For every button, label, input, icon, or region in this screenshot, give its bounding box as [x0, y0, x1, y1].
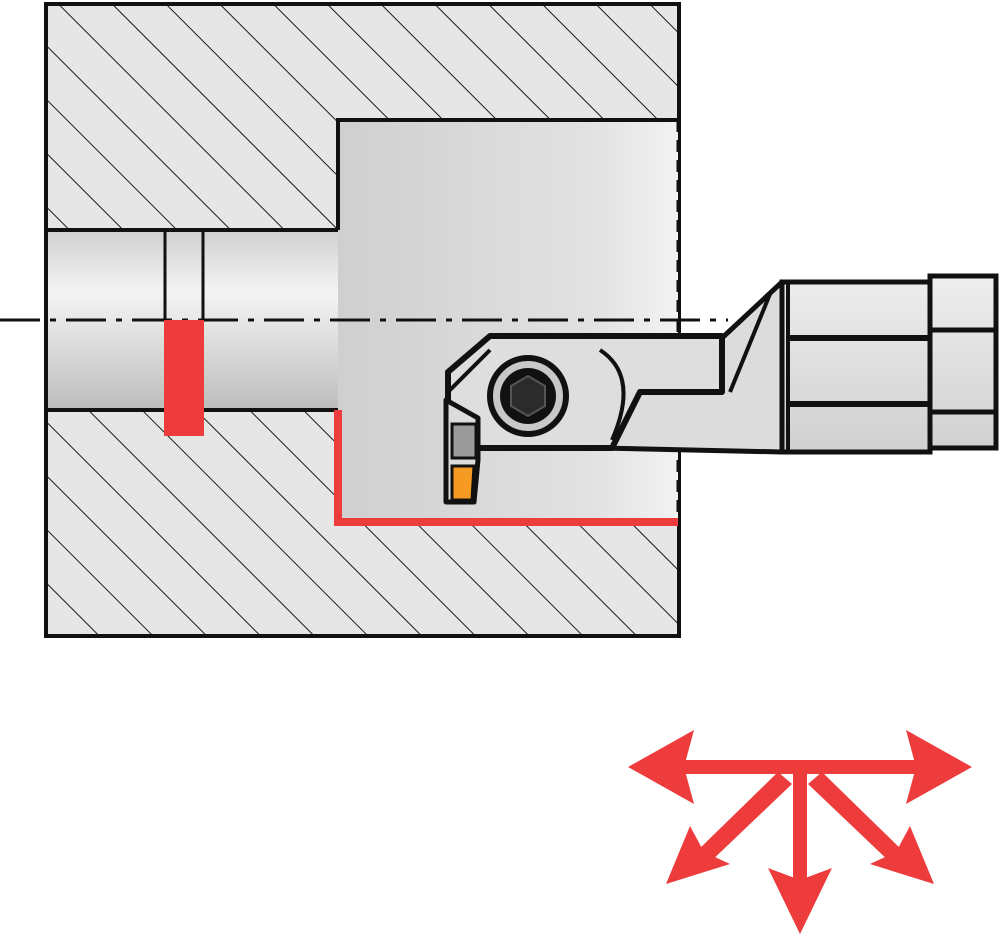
clamp-screw-icon: [487, 355, 569, 437]
profile-cut-path: [334, 410, 678, 526]
cutting-insert: [443, 397, 481, 505]
groove-cut-mark: [164, 320, 204, 436]
feed-directions-arrows-icon: [628, 730, 972, 934]
